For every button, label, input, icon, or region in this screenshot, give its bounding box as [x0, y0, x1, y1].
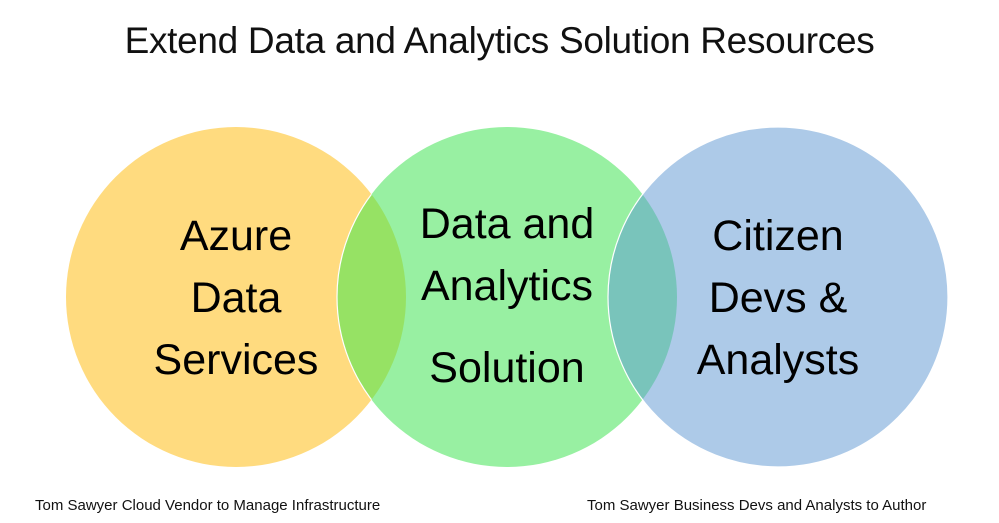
circle-azure-data-services	[66, 127, 406, 467]
label-line: Citizen	[712, 212, 844, 260]
diagram-title: Extend Data and Analytics Solution Resou…	[124, 20, 875, 61]
footer-left: Tom Sawyer Cloud Vendor to Manage Infras…	[35, 497, 381, 514]
label-line: Azure	[179, 212, 293, 260]
label-line: Solution	[429, 344, 585, 392]
label-line: Data	[190, 274, 282, 322]
label-azure: Azure Data Services	[136, 205, 336, 391]
footer-right: Tom Sawyer Business Devs and Analysts to…	[587, 497, 927, 514]
circle-citizen-devs-analysts	[608, 127, 948, 467]
citizen-outline	[607, 126, 949, 468]
label-line: Services	[153, 336, 319, 384]
label-citizen: Citizen Devs & Analysts	[668, 205, 888, 391]
label-line: Devs &	[708, 274, 848, 322]
circle-data-analytics-solution	[337, 127, 677, 467]
label-line: Data and	[419, 200, 595, 248]
solution-outline	[336, 127, 406, 467]
label-line: Analytics	[420, 262, 594, 310]
label-line: Analysts	[696, 336, 860, 384]
label-solution: Data and Analytics Solution	[397, 193, 617, 399]
